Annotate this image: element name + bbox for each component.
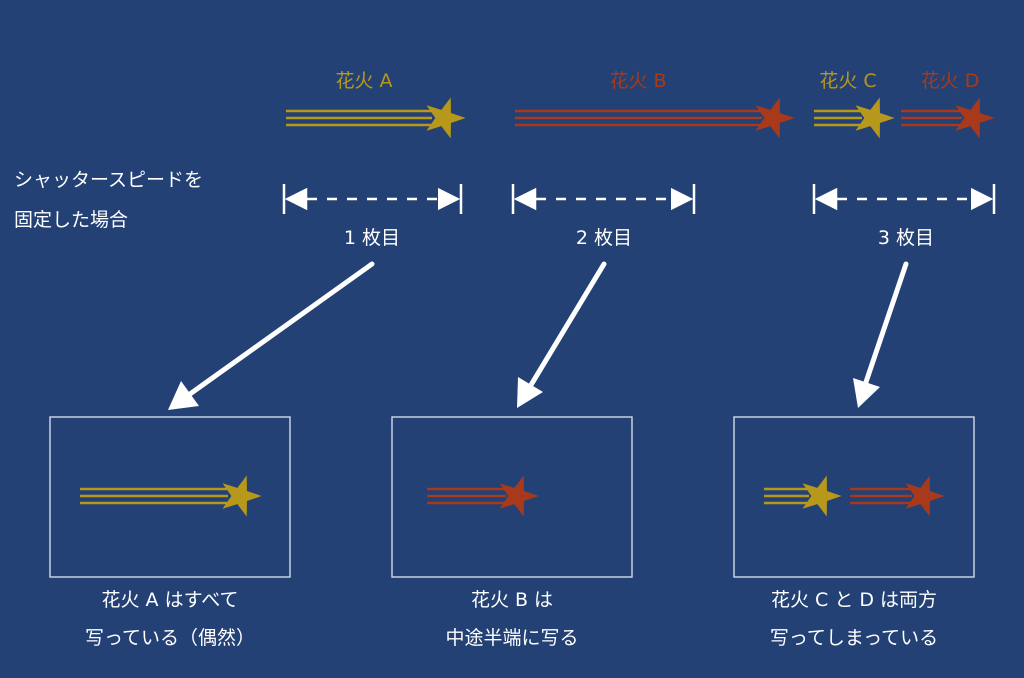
arrow-to-photo-3	[853, 261, 909, 408]
exposure-interval-2	[511, 184, 696, 214]
photo-frame-2	[391, 416, 633, 578]
photo-frame-1	[49, 416, 291, 578]
photo-3-desc-line-2: 写ってしまっている	[770, 627, 938, 649]
firework-c-streak	[814, 97, 895, 139]
frame-2-label: 2 枚目	[576, 227, 632, 249]
frame-1-label: 1 枚目	[344, 227, 400, 249]
firework-a-streak	[286, 97, 466, 139]
exposure-interval-3	[812, 184, 996, 214]
firework-b-label: 花火 B	[609, 70, 666, 92]
firework-b-streak	[515, 97, 795, 139]
photo-1-star-icon	[222, 475, 262, 517]
photo-1-desc-line-2: 写っている（偶然）	[85, 627, 255, 649]
caption-line-1: シャッタースピードを	[14, 169, 203, 191]
frame-3-label: 3 枚目	[878, 227, 934, 249]
firework-d-streak	[901, 97, 995, 139]
exposure-interval-1	[282, 184, 463, 214]
firework-c-label: 花火 C	[819, 70, 876, 92]
firework-a-label: 花火 A	[335, 70, 392, 92]
firework-a-star-icon	[426, 97, 466, 139]
photo-frame-3	[733, 416, 975, 578]
caption-line-2: 固定した場合	[14, 209, 128, 231]
photo-2-desc-line-2: 中途半端に写る	[445, 627, 578, 649]
photo-2-desc-line-1: 花火 B は	[471, 589, 553, 611]
photo-3-desc-line-1: 花火 C と D は両方	[771, 589, 937, 611]
firework-d-label: 花火 D	[921, 70, 980, 92]
arrow-to-photo-2	[517, 261, 607, 408]
photo-1-desc-line-1: 花火 A はすべて	[102, 589, 239, 611]
arrow-to-photo-1	[168, 261, 375, 410]
